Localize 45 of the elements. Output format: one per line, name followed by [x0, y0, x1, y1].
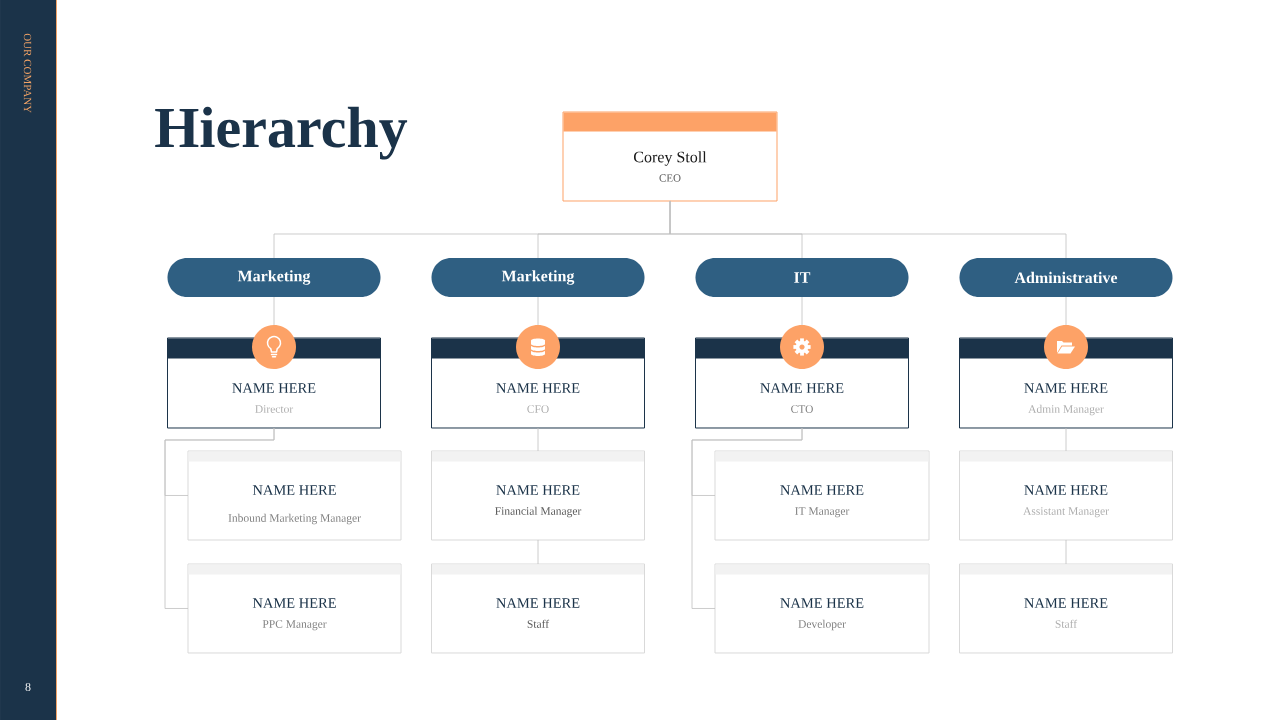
job-title: Staff	[527, 619, 550, 628]
person-card	[714, 450, 930, 541]
person-name: NAME HERE	[496, 383, 580, 393]
department-pill: Marketing	[431, 258, 645, 297]
page-number: 8	[25, 682, 31, 692]
job-title: PPC Manager	[262, 620, 327, 631]
job-title: IT Manager	[795, 507, 850, 518]
person-name: NAME HERE	[780, 485, 864, 495]
person-name: NAME HERE	[780, 598, 864, 608]
job-title: Admin Manager	[1028, 404, 1104, 416]
person-card	[187, 563, 402, 654]
vertical-label: OUR COMPANY	[23, 33, 32, 113]
job-title: Staff	[1055, 619, 1078, 628]
person-name: NAME HERE	[1024, 383, 1108, 393]
person-name: NAME HERE	[496, 485, 580, 495]
job-title: Assistant Manager	[1023, 507, 1109, 518]
person-name: Corey Stoll	[634, 151, 707, 166]
person-card	[959, 450, 1173, 541]
person-card	[187, 450, 402, 541]
person-card	[714, 563, 930, 654]
person-name: NAME HERE	[252, 485, 336, 495]
person-name: NAME HERE	[1024, 598, 1108, 608]
connector-line	[669, 200, 1067, 259]
job-title: Financial Manager	[495, 506, 582, 518]
person-name: NAME HERE	[760, 383, 844, 393]
job-title: Director	[255, 405, 294, 413]
job-title: CEO	[659, 174, 681, 182]
title: Hierarchy	[155, 106, 408, 160]
person-name: NAME HERE	[232, 383, 316, 393]
job-title: Developer	[798, 619, 846, 631]
job-title: Inbound Marketing Manager	[228, 513, 361, 525]
person-card	[431, 563, 645, 654]
person-card	[562, 111, 778, 202]
person-card	[959, 563, 1173, 654]
person-card	[431, 450, 645, 541]
person-name: NAME HERE	[1024, 485, 1108, 495]
job-title: CTO	[791, 405, 813, 413]
person-name: NAME HERE	[252, 598, 336, 608]
connector-line	[691, 427, 803, 609]
job-title: CFO	[527, 405, 549, 413]
connector-line	[164, 427, 275, 609]
person-name: NAME HERE	[496, 598, 580, 608]
department-pill: Marketing	[167, 258, 381, 297]
department-pill: Administrative	[959, 258, 1173, 297]
department-pill: IT	[695, 258, 909, 297]
